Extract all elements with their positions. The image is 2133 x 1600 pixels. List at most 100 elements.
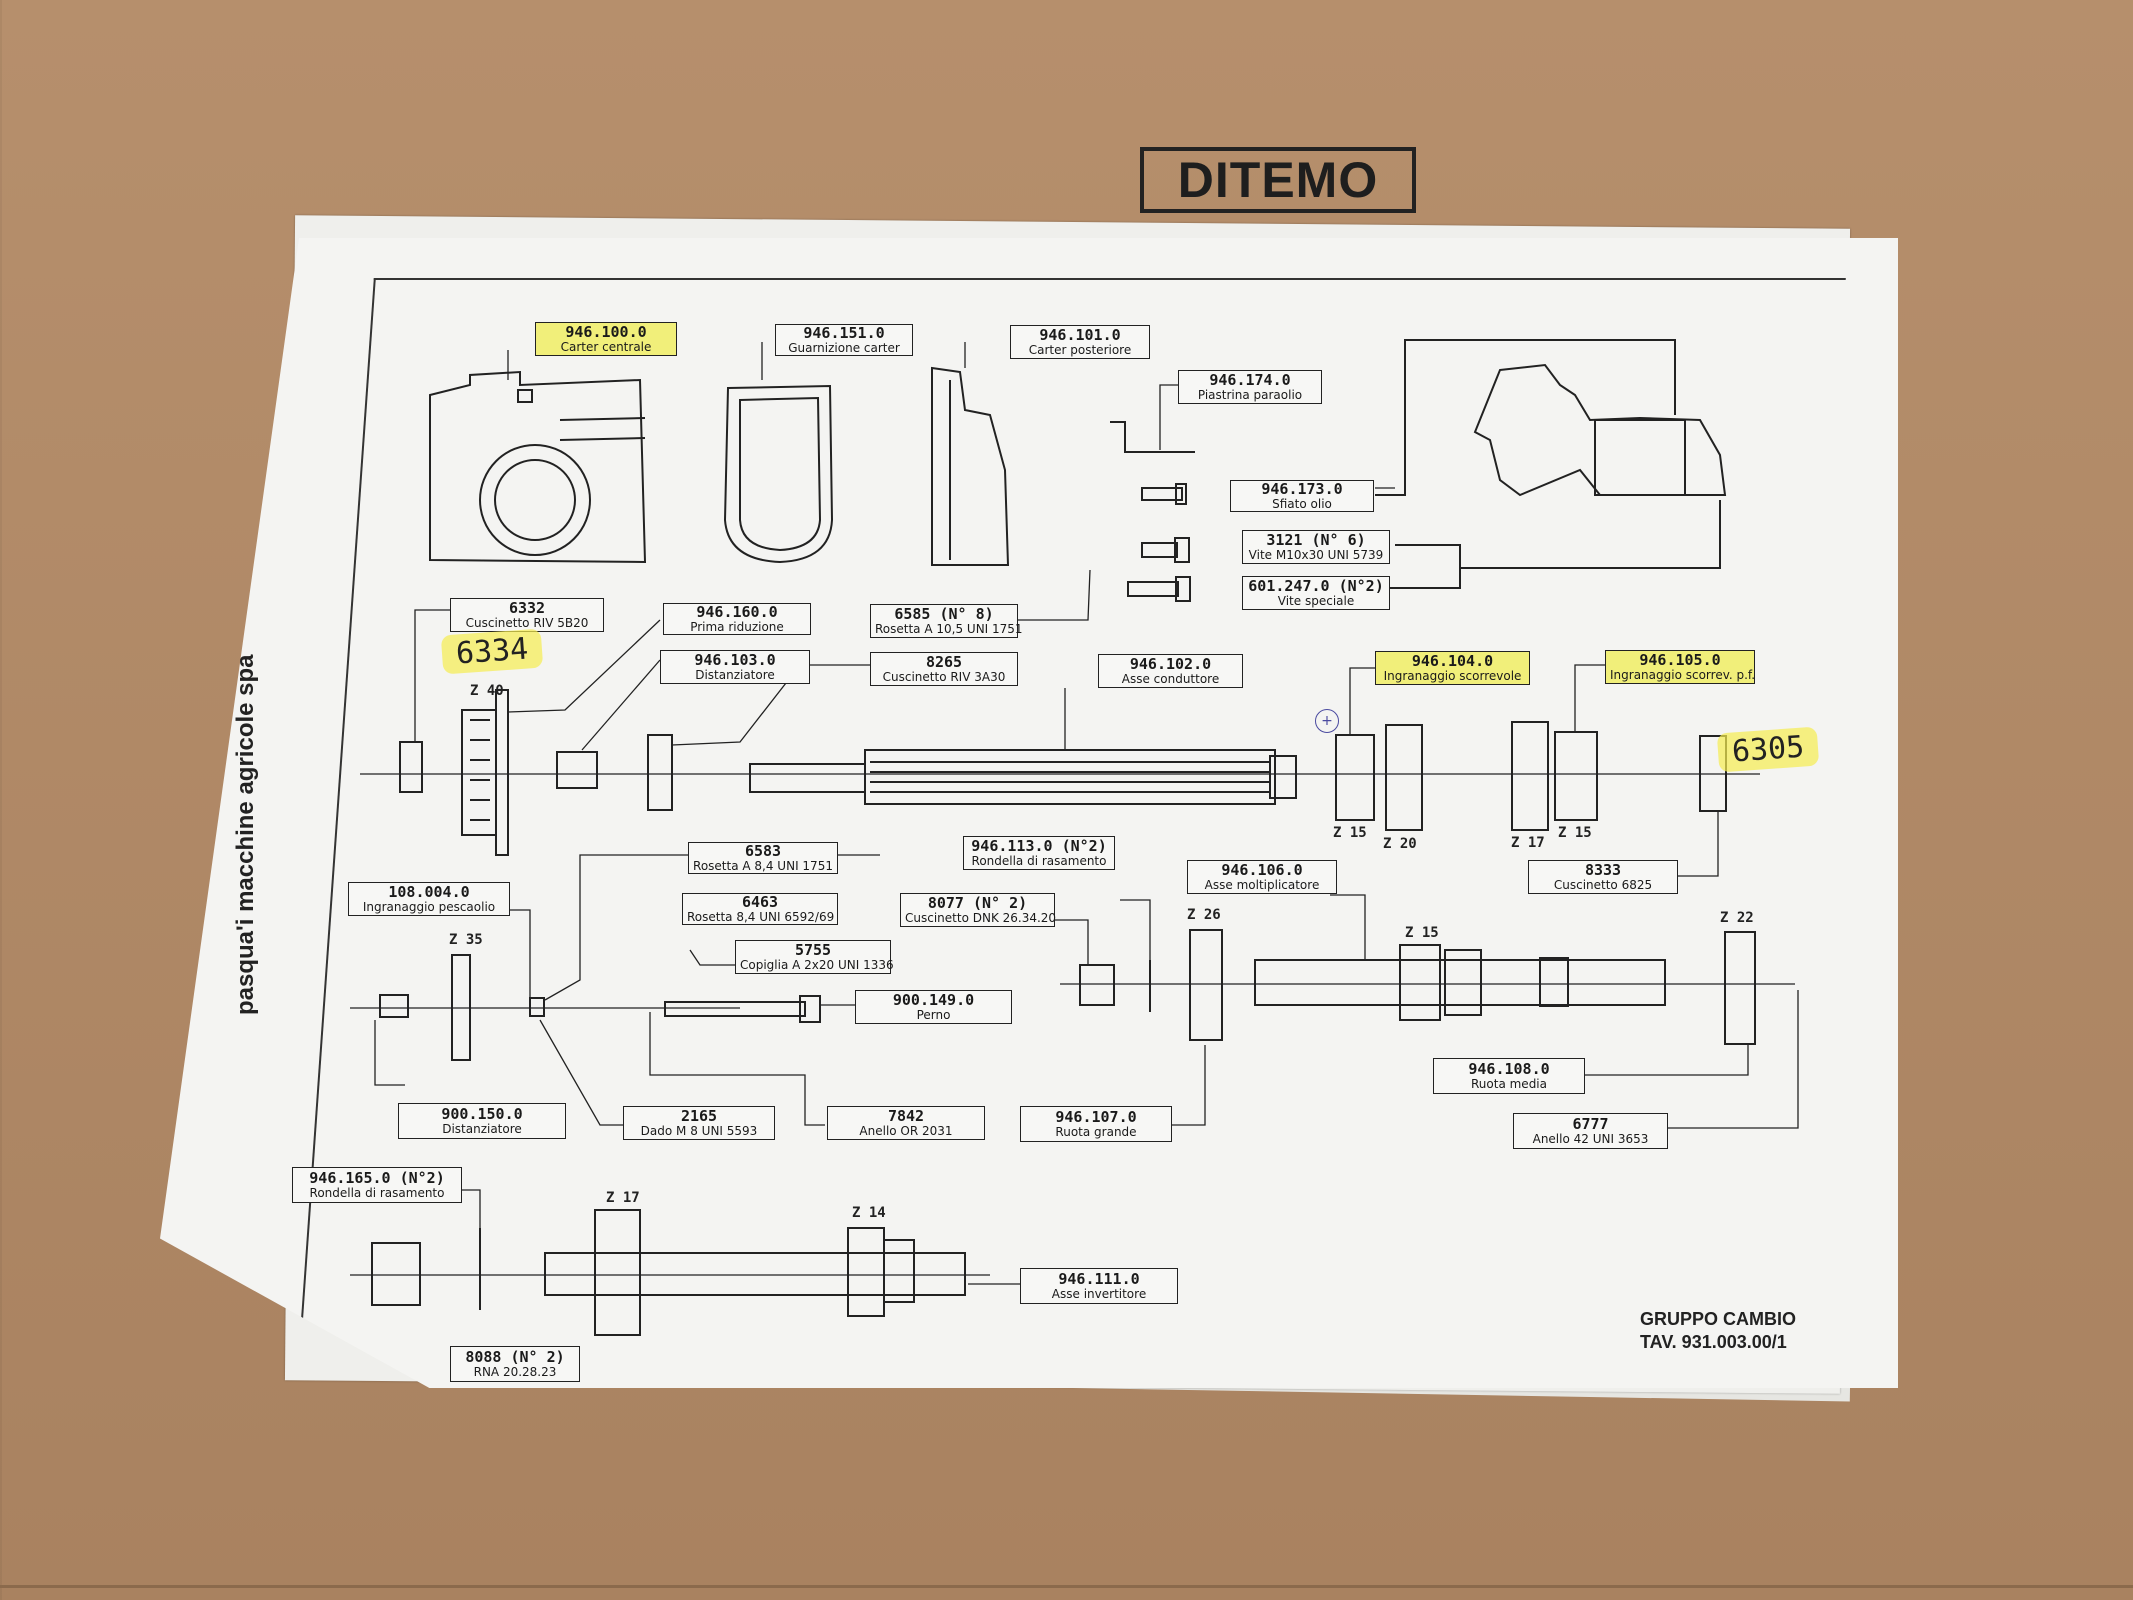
label-code: 946.102.0 <box>1129 654 1212 673</box>
handwritten-note-6305: 6305 <box>1716 726 1820 773</box>
gear-tooth-label: Z 20 <box>1383 836 1417 852</box>
label-desc: Prima riduzione <box>690 619 784 634</box>
label-desc: Cuscinetto DNK 26.34.20 <box>905 910 1057 925</box>
label-desc: Ruota grande <box>1055 1124 1137 1139</box>
label-code: 8088 (N° 2) <box>465 1347 565 1366</box>
label-rosetta-a84: 6583 Rosetta A 8,4 UNI 1751 <box>688 842 838 874</box>
label-asse-conduttore: 946.102.0 Asse conduttore <box>1098 654 1243 688</box>
label-code: 8333 <box>1584 860 1622 879</box>
label-code: 2165 <box>680 1106 718 1125</box>
label-desc: Carter posteriore <box>1028 342 1132 357</box>
label-desc: Vite speciale <box>1277 593 1355 608</box>
label-desc: Ruota media <box>1471 1076 1547 1091</box>
assembly-outline-drawing <box>1473 363 1727 497</box>
label-code: 3121 (N° 6) <box>1266 530 1366 549</box>
label-code: 946.105.0 <box>1639 650 1721 669</box>
label-copiglia: 5755 Copiglia A 2x20 UNI 1336 <box>735 940 894 974</box>
label-perno: 900.149.0 Perno <box>855 990 1012 1024</box>
label-code: 6332 <box>508 598 546 617</box>
label-code: 946.111.0 <box>1058 1269 1140 1288</box>
label-anello-or: 7842 Anello OR 2031 <box>827 1106 985 1140</box>
label-code: 946.165.0 (N°2) <box>309 1168 445 1187</box>
label-code: 6585 (N° 8) <box>894 604 994 623</box>
label-desc: Rosetta A 8,4 UNI 1751 <box>693 858 833 873</box>
label-desc: Guarnizione carter <box>788 340 900 355</box>
label-sfiato-olio: 946.173.0 Sfiato olio <box>1230 480 1374 512</box>
label-desc: Dado M 8 UNI 5593 <box>640 1123 758 1138</box>
label-rosetta-84-6592: 6463 Rosetta 8,4 UNI 6592/69 <box>682 893 838 925</box>
label-guarnizione-carter: 946.151.0 Guarnizione carter <box>775 324 913 356</box>
label-desc: Perno <box>916 1007 951 1022</box>
gear-tooth-label: Z 15 <box>1405 925 1439 941</box>
label-desc: Anello OR 2031 <box>859 1123 953 1138</box>
piastrina-drawing <box>1110 421 1195 453</box>
label-code: 108.004.0 <box>388 882 470 901</box>
label-desc: Anello 42 UNI 3653 <box>1532 1131 1649 1146</box>
label-dado-m8: 2165 Dado M 8 UNI 5593 <box>623 1106 775 1140</box>
label-ingranaggio-scorrevole: 946.104.0 Ingranaggio scorrevole <box>1375 651 1530 685</box>
label-desc: Cuscinetto RIV 3A30 <box>882 669 1006 684</box>
bolts-drawing <box>1127 483 1191 602</box>
label-vite-m10: 3121 (N° 6) Vite M10x30 UNI 5739 <box>1242 530 1390 564</box>
label-code: 946.101.0 <box>1039 325 1121 344</box>
label-desc: Ingranaggio scorrevole <box>1383 668 1522 683</box>
label-cuscinetto-6825: 8333 Cuscinetto 6825 <box>1528 860 1678 894</box>
label-asse-moltiplicatore: 946.106.0 Asse moltiplicatore <box>1187 860 1337 894</box>
label-code: 900.150.0 <box>441 1104 523 1123</box>
label-code: 946.104.0 <box>1411 651 1494 670</box>
pescaolio-assembly-drawing <box>350 954 821 1061</box>
table-ref: TAV. 931.003.00/1 <box>1640 1332 1787 1353</box>
label-desc: Rosetta A 10,5 UNI 1751 <box>875 621 1023 636</box>
label-code: 946.108.0 <box>1468 1059 1550 1078</box>
label-code: 7842 <box>887 1106 925 1125</box>
label-code: 946.151.0 <box>803 323 885 342</box>
handwritten-note-6334: 6334 <box>440 628 544 675</box>
label-rna: 8088 (N° 2) RNA 20.28.23 <box>450 1346 580 1382</box>
label-desc: Piastrina paraolio <box>1197 387 1303 402</box>
handwritten-circle-mark: + <box>1315 709 1339 733</box>
gear-tooth-label: Z 15 <box>1333 825 1367 841</box>
label-code: 601.247.0 (N°2) <box>1248 576 1384 595</box>
gear-tooth-label: Z 22 <box>1720 910 1754 926</box>
label-code: 5755 <box>794 940 832 959</box>
label-desc: Distanziatore <box>695 667 775 682</box>
asse-invertitore-drawing <box>371 1209 966 1336</box>
label-carter-posteriore: 946.101.0 Carter posteriore <box>1010 325 1150 359</box>
label-ingranaggio-pescaolio: 108.004.0 Ingranaggio pescaolio <box>348 882 510 916</box>
label-desc: Carter centrale <box>560 339 652 354</box>
label-desc: Cuscinetto RIV 5B20 <box>465 615 589 630</box>
label-anello-42: 6777 Anello 42 UNI 3653 <box>1513 1113 1668 1149</box>
label-ruota-media: 946.108.0 Ruota media <box>1433 1058 1585 1094</box>
label-carter-centrale: 946.100.0 Carter centrale <box>535 322 677 356</box>
asse-moltiplicatore-drawing <box>1189 929 1756 1045</box>
label-code: 946.103.0 <box>694 650 776 669</box>
label-prima-riduzione: 946.160.0 Prima riduzione <box>663 603 811 635</box>
gear-tooth-label: Z 17 <box>1511 835 1545 851</box>
label-code: 946.106.0 <box>1221 860 1303 879</box>
label-desc: RNA 20.28.23 <box>473 1364 557 1379</box>
label-rondella-rasamento-1: 946.113.0 (N°2) Rondella di rasamento <box>963 836 1115 870</box>
label-cuscinetto-riv-5b20: 6332 Cuscinetto RIV 5B20 <box>450 598 604 632</box>
label-code: 946.107.0 <box>1055 1107 1137 1126</box>
label-code: 6777 <box>1572 1114 1609 1133</box>
label-vite-speciale: 601.247.0 (N°2) Vite speciale <box>1242 576 1390 610</box>
label-asse-invertitore: 946.111.0 Asse invertitore <box>1020 1268 1178 1304</box>
label-rondella-rasamento-2: 946.165.0 (N°2) Rondella di rasamento <box>292 1167 462 1203</box>
gear-tooth-label: Z 15 <box>1558 825 1592 841</box>
label-ingranaggio-scorrev-pf: 946.105.0 Ingranaggio scorrev. p.f. <box>1605 650 1755 684</box>
asse-conduttore-drawing <box>749 749 1297 805</box>
label-desc: Asse moltiplicatore <box>1204 877 1320 892</box>
label-desc: Asse conduttore <box>1121 671 1220 686</box>
gear-tooth-label: Z 14 <box>852 1205 886 1221</box>
label-distanziatore-2: 900.150.0 Distanziatore <box>398 1103 566 1139</box>
label-desc: Sfiato olio <box>1272 496 1332 511</box>
sliding-gears-drawing <box>1335 721 1727 831</box>
label-piastrina-paraolio: 946.174.0 Piastrina paraolio <box>1178 370 1322 404</box>
label-desc: Asse invertitore <box>1051 1286 1147 1301</box>
label-desc: Distanziatore <box>442 1121 522 1136</box>
group-title: GRUPPO CAMBIO <box>1640 1309 1797 1329</box>
guarnizione-drawing <box>723 384 834 564</box>
label-cuscinetto-riv-3a30: 8265 Cuscinetto RIV 3A30 <box>870 652 1018 686</box>
gear-tooth-label: Z 35 <box>449 932 483 948</box>
label-desc: Copiglia A 2x20 UNI 1336 <box>740 957 894 972</box>
